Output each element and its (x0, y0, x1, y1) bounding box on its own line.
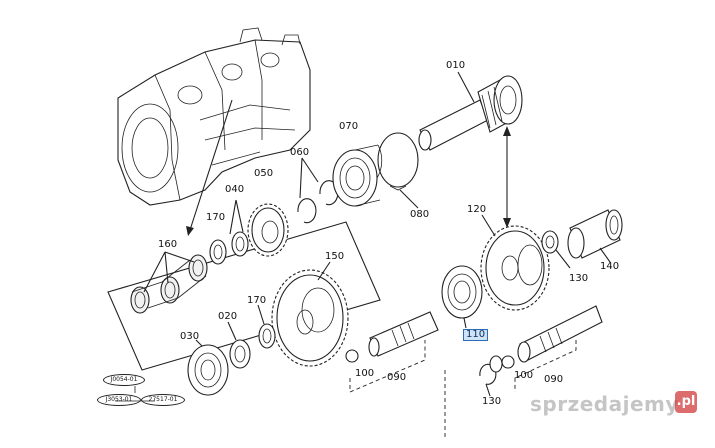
gear-120 (480, 225, 550, 311)
transmission-housing (117, 27, 311, 206)
bearing-030 (187, 344, 229, 396)
label-170-lower: 170 (247, 295, 267, 306)
label-170-upper: 170 (206, 212, 226, 223)
label-100-left: 100 (355, 368, 375, 379)
label-130-lower: 130 (482, 396, 502, 407)
label-060: 060 (290, 147, 310, 158)
label-140: 140 (600, 261, 620, 272)
serial-code-top: J0054-01 (103, 374, 145, 386)
label-090-left: 090 (387, 372, 407, 383)
shaft-090-left (345, 311, 439, 363)
label-110-highlighted[interactable]: 110 (463, 329, 489, 341)
gear-150 (271, 269, 349, 367)
gear-050 (247, 203, 289, 257)
shaft-010 (418, 75, 523, 151)
watermark-text: sprzedajemy (530, 392, 679, 416)
watermark-badge: .pl (675, 391, 697, 413)
needle-bearings-160 (130, 254, 208, 314)
label-160: 160 (158, 239, 178, 250)
label-050: 050 (254, 168, 274, 179)
label-080: 080 (410, 209, 430, 220)
label-150: 150 (325, 251, 345, 262)
washer-170-upper (209, 239, 227, 265)
bearing-110 (441, 265, 483, 319)
label-010: 010 (446, 60, 466, 71)
label-070: 070 (339, 121, 359, 132)
label-130-upper: 130 (569, 273, 589, 284)
label-020: 020 (218, 311, 238, 322)
serial-code-right: 27517-01 (141, 394, 185, 406)
bearing-070 (332, 144, 383, 207)
label-090-right: 090 (544, 374, 564, 385)
serial-code-left: J3053-01 (97, 394, 141, 406)
label-040: 040 (225, 184, 245, 195)
label-120: 120 (467, 204, 487, 215)
label-100-right: 100 (514, 370, 534, 381)
shaft-090-right (501, 305, 603, 369)
label-030: 030 (180, 331, 200, 342)
bushing-140 (567, 209, 623, 259)
snap-ring-080 (377, 132, 419, 188)
